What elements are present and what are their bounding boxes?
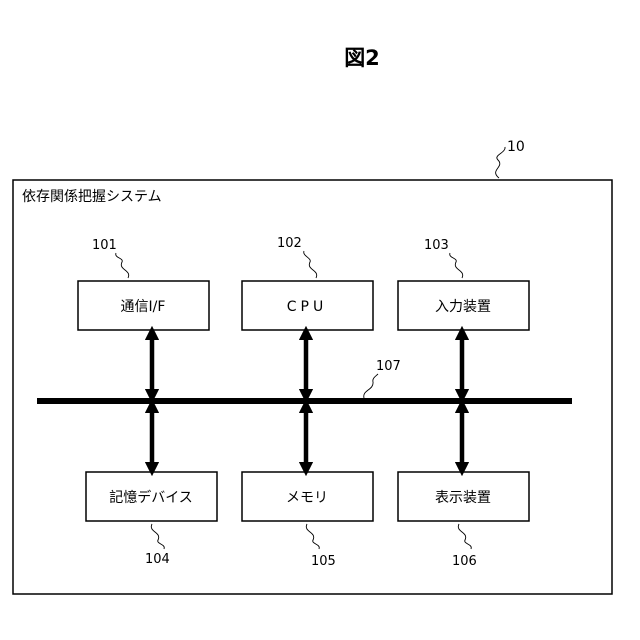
component-memory: メモリ [242,472,373,521]
ref-leader-104 [151,524,164,549]
ref-leader-102 [304,251,317,278]
component-label: メモリ [286,490,328,506]
component-label: CPU [287,299,327,315]
component-communication-if: 通信I/F [78,281,209,330]
ref-number-106: 106 [452,554,477,569]
bus-ref-number: 107 [376,359,401,374]
component-label: 表示装置 [435,490,491,506]
system-label: 依存関係把握システム [22,189,162,205]
ref-leader-103 [450,253,463,278]
ref-leader-101 [116,253,129,278]
component-label: 記憶デバイス [109,489,193,506]
component-display-device: 表示装置 [398,472,529,521]
ref-number-102: 102 [277,236,302,251]
figure-title: 図2 [344,46,380,70]
ref-number-104: 104 [145,552,170,567]
ref-number-105: 105 [311,554,336,569]
component-cpu: CPU [242,281,373,330]
bus-ref-leader [364,374,378,398]
ref-leader-105 [306,524,319,549]
ref-leader-106 [458,524,471,549]
component-storage-device: 記憶デバイス [86,472,217,521]
system-ref-leader [496,147,505,178]
ref-number-103: 103 [424,238,449,253]
system-ref-number: 10 [507,139,525,155]
component-label: 入力装置 [435,299,491,315]
component-input-device: 入力装置 [398,281,529,330]
component-label: 通信I/F [121,299,166,315]
ref-number-101: 101 [92,238,117,253]
